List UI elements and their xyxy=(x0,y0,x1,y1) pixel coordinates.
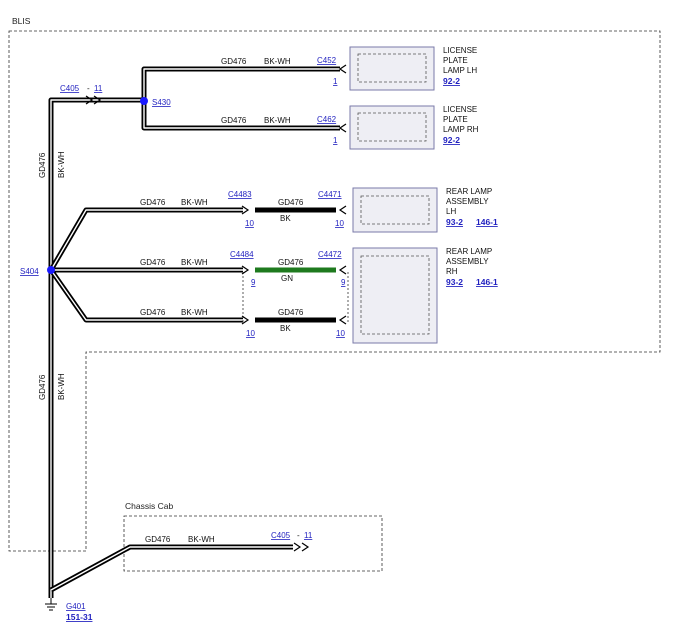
rl-rh-pigtail-circuit: GD476 xyxy=(278,258,304,267)
pin-link-c405-top[interactable]: 11 xyxy=(94,84,103,93)
pin-link-c452[interactable]: 1 xyxy=(333,77,338,86)
rl-rh-b-color: BK-WH xyxy=(181,308,208,317)
pin-link-c4484-a[interactable]: 9 xyxy=(251,278,256,287)
rl-rh-ref-link-2[interactable]: 146-1 xyxy=(476,277,498,287)
zone-label-chassis-cab: Chassis Cab xyxy=(125,501,173,511)
rl-rh-b-pigtail-circuit: GD476 xyxy=(278,308,304,317)
connector-arrow-c452 xyxy=(338,64,347,74)
wire-branch-rear-lamp-lh xyxy=(48,207,243,272)
connector-link-c4484[interactable]: C4484 xyxy=(230,250,254,259)
lp-lh-label-2: PLATE xyxy=(443,56,468,65)
rl-lh-circuit: GD476 xyxy=(140,198,166,207)
splice-dot-s430 xyxy=(140,97,148,105)
ground-icon xyxy=(45,598,57,611)
lp-rh-label-1: LICENSE xyxy=(443,105,477,114)
rl-lh-ref-link-1[interactable]: 93-2 xyxy=(446,217,463,227)
lp-lh-label-1: LICENSE xyxy=(443,46,477,55)
connector-arrow-c4472-a xyxy=(338,265,347,275)
pin-link-c462[interactable]: 1 xyxy=(333,136,338,145)
splice-link-s430[interactable]: S430 xyxy=(152,98,171,107)
wire-trunk xyxy=(48,97,144,598)
wire-branch-rear-lamp-rh-b xyxy=(48,268,243,323)
connector-sep-c405-top: - xyxy=(87,84,90,93)
splice-dot-s404 xyxy=(47,266,55,274)
rl-lh-pigtail-circuit: GD476 xyxy=(278,198,304,207)
lp-rh-circuit: GD476 xyxy=(221,116,247,125)
trunk-lower-circuit: GD476 xyxy=(38,374,47,400)
connector-arrow-c4471 xyxy=(338,205,347,215)
lp-rh-label-3: LAMP RH xyxy=(443,125,479,134)
rl-rh-color: BK-WH xyxy=(181,258,208,267)
lp-rh-ref-link[interactable]: 92-2 xyxy=(443,135,460,145)
connector-link-c4483[interactable]: C4483 xyxy=(228,190,252,199)
ground-link-g401[interactable]: G401 xyxy=(66,602,86,611)
rl-rh-pigtail-color: GN xyxy=(281,274,293,283)
pin-link-c4472-b[interactable]: 10 xyxy=(336,329,345,338)
lp-lh-color: BK-WH xyxy=(264,57,291,66)
connector-arrow-c4472-b xyxy=(338,315,347,325)
connector-link-c4472[interactable]: C4472 xyxy=(318,250,342,259)
rl-rh-ref-link-1[interactable]: 93-2 xyxy=(446,277,463,287)
connector-link-c452[interactable]: C452 xyxy=(317,56,337,65)
trunk-upper-color: BK-WH xyxy=(57,151,66,178)
component-rear-lamp-assembly-rh xyxy=(352,247,438,344)
connector-arrow-c4484-b xyxy=(241,315,250,325)
zone-label-blis: BLIS xyxy=(12,16,31,26)
component-rear-lamp-assembly-lh xyxy=(352,187,438,233)
pin-link-c4472-a[interactable]: 9 xyxy=(341,278,346,287)
connector-link-c405-top[interactable]: C405 xyxy=(60,84,80,93)
rl-lh-color: BK-WH xyxy=(181,198,208,207)
lp-lh-label-3: LAMP LH xyxy=(443,66,477,75)
connector-link-c462[interactable]: C462 xyxy=(317,115,337,124)
lp-rh-color: BK-WH xyxy=(264,116,291,125)
rl-rh-b-circuit: GD476 xyxy=(140,308,166,317)
lp-lh-circuit: GD476 xyxy=(221,57,247,66)
connector-link-c4471[interactable]: C4471 xyxy=(318,190,342,199)
rl-lh-label-1: REAR LAMP xyxy=(446,187,492,196)
pin-link-c405-chassis[interactable]: 11 xyxy=(304,531,313,540)
pin-link-c4483[interactable]: 10 xyxy=(245,219,254,228)
connector-link-c405-chassis[interactable]: C405 xyxy=(271,531,291,540)
trunk-upper-circuit: GD476 xyxy=(38,152,47,178)
rl-rh-label-3: RH xyxy=(446,267,458,276)
splice-link-s404[interactable]: S404 xyxy=(20,267,39,276)
connector-arrow-c4484-a xyxy=(241,265,250,275)
ground-ref-link[interactable]: 151-31 xyxy=(66,612,93,622)
rl-lh-ref-link-2[interactable]: 146-1 xyxy=(476,217,498,227)
connector-sep-c405-chassis: - xyxy=(297,531,300,540)
rl-rh-circuit: GD476 xyxy=(140,258,166,267)
connector-arrow-c405-top xyxy=(85,95,102,105)
rl-lh-label-3: LH xyxy=(446,207,456,216)
chassis-color: BK-WH xyxy=(188,535,215,544)
lp-lh-ref-link[interactable]: 92-2 xyxy=(443,76,460,86)
component-license-plate-lamp-lh xyxy=(349,46,435,91)
rl-lh-pigtail-color: BK xyxy=(280,214,291,223)
rl-rh-label-1: REAR LAMP xyxy=(446,247,492,256)
pin-link-c4484-b[interactable]: 10 xyxy=(246,329,255,338)
chassis-circuit: GD476 xyxy=(145,535,171,544)
component-license-plate-lamp-rh xyxy=(349,105,435,150)
wire-chassis-cab xyxy=(49,544,293,593)
connector-arrow-c4483-a xyxy=(241,205,250,215)
zone-outline-chassis-cab xyxy=(123,515,383,572)
connector-arrow-c405-chassis xyxy=(293,542,310,552)
lp-rh-label-2: PLATE xyxy=(443,115,468,124)
rl-lh-label-2: ASSEMBLY xyxy=(446,197,489,206)
rl-rh-label-2: ASSEMBLY xyxy=(446,257,489,266)
rl-rh-b-pigtail-color: BK xyxy=(280,324,291,333)
pin-link-c4471[interactable]: 10 xyxy=(335,219,344,228)
connector-arrow-c462 xyxy=(338,123,347,133)
trunk-lower-color: BK-WH xyxy=(57,373,66,400)
zone-outline-blis xyxy=(8,30,661,552)
